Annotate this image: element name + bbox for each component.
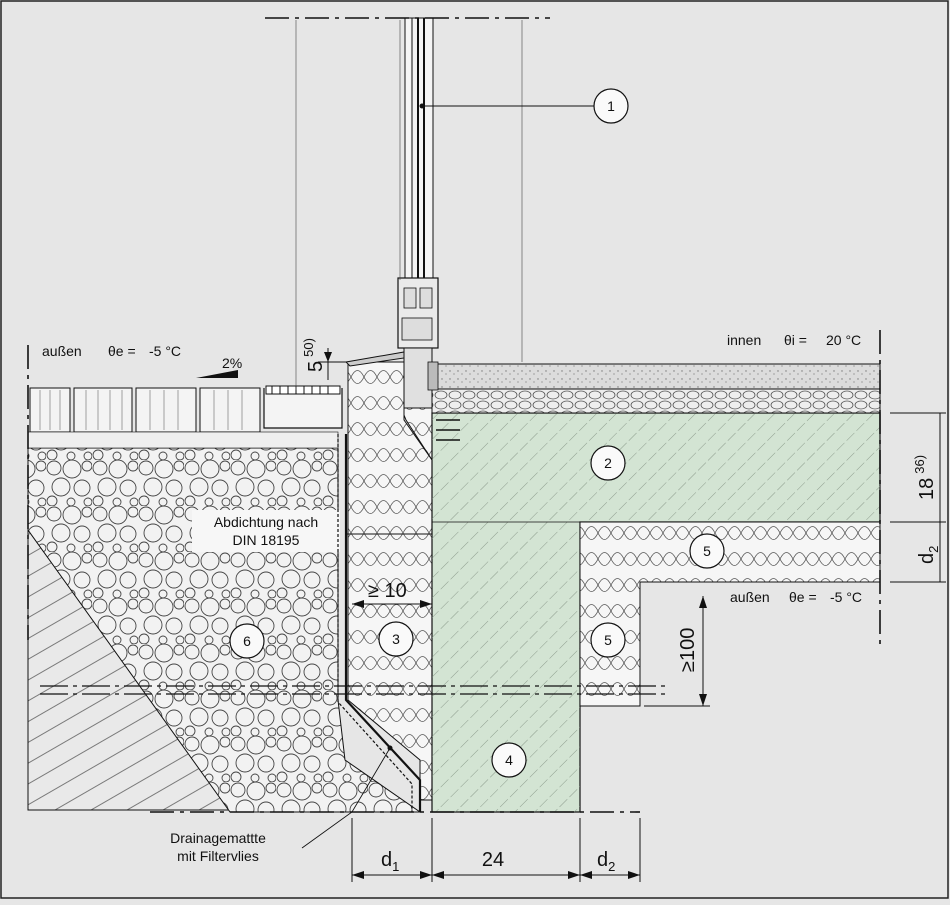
drainage-label-1: Drainagemattte	[170, 830, 266, 846]
edge-depth-dim: ≥100	[677, 628, 699, 672]
marker-6: 6	[243, 633, 251, 649]
marker-5b: 5	[604, 632, 612, 648]
concrete-hatch	[432, 413, 880, 812]
drainage-gutter	[263, 385, 343, 429]
d1-dim: d1	[381, 849, 399, 874]
slope-label: 2%	[222, 355, 242, 371]
waterproofing-label-2: DIN 18195	[233, 532, 300, 548]
marker-4: 4	[505, 752, 513, 768]
cut-lines	[27, 17, 881, 813]
insulation-min-dim: ≥ 10	[368, 580, 407, 602]
slab-edge-insulation	[579, 521, 881, 707]
dimension-ticks	[324, 352, 707, 879]
outside-right-theta: θe =	[789, 589, 817, 605]
floor-screed	[431, 363, 881, 390]
drainage-mat	[337, 434, 413, 812]
waterproofing-membrane	[344, 434, 422, 812]
leader-dot-1	[419, 103, 425, 109]
reference-lines	[295, 20, 523, 390]
marker-1: 1	[607, 98, 615, 114]
wall-thickness-dim: 24	[482, 849, 504, 871]
marker-3: 3	[392, 631, 400, 647]
sill-height-dim: 550)	[301, 338, 327, 372]
outside-top-temp: -5 °C	[149, 343, 181, 359]
waterproofing-label-1: Abdichtung nach	[214, 514, 318, 530]
drainage-label-2: mit Filtervlies	[177, 848, 259, 864]
outside-right-label: außen	[730, 589, 770, 605]
leader-dot-drainage	[387, 745, 393, 751]
slope-arrow	[196, 370, 238, 378]
inside-label: innen	[727, 332, 761, 348]
outside-top-theta: θe =	[108, 343, 136, 359]
bedding-layer	[27, 431, 339, 449]
inside-theta: θi =	[784, 332, 807, 348]
inside-temp: 20 °C	[826, 332, 861, 348]
d2-right-dim: d2	[916, 546, 941, 564]
marker-5a: 5	[703, 543, 711, 559]
marker-circles	[229, 88, 725, 778]
outside-top-label: außen	[42, 343, 82, 359]
break-line	[40, 685, 668, 695]
paving-slabs	[29, 387, 261, 433]
d2-bottom-dim: d2	[597, 849, 615, 874]
slab-thickness-dim: 1836)	[912, 455, 938, 500]
window-frame	[344, 17, 460, 441]
marker-2: 2	[604, 455, 612, 471]
waterproofing-label-field	[192, 510, 340, 552]
outside-right-temp: -5 °C	[830, 589, 862, 605]
leader-lines	[301, 105, 594, 849]
impact-sound-insulation	[431, 388, 881, 414]
